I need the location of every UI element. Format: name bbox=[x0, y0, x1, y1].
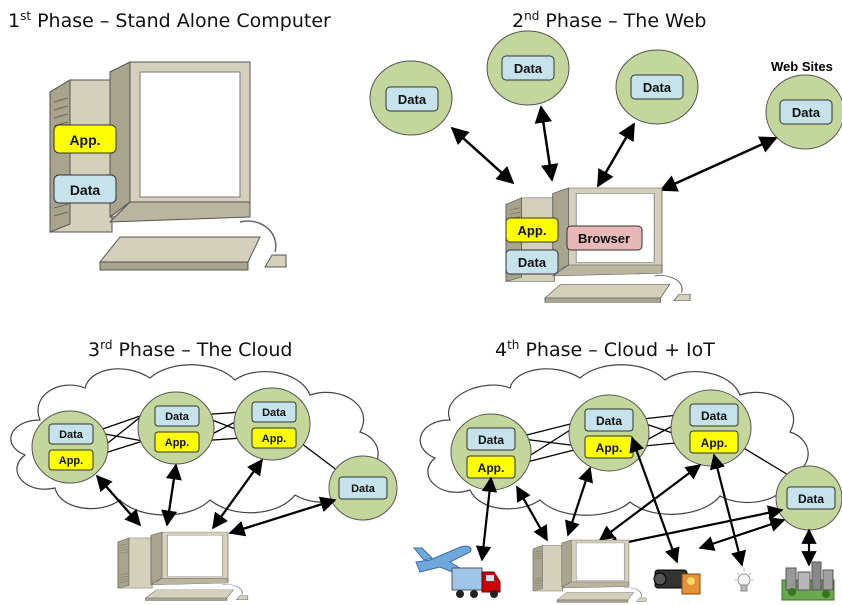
svg-text:Data: Data bbox=[798, 492, 824, 506]
svg-text:Data: Data bbox=[792, 105, 821, 120]
phase-3-title: 3rd Phase – The Cloud bbox=[88, 338, 292, 361]
web-sites-label: Web Sites bbox=[771, 59, 833, 74]
svg-text:Data: Data bbox=[398, 92, 427, 107]
svg-text:App.: App. bbox=[701, 436, 728, 450]
phase-1-title: 1st Phase – Stand Alone Computer bbox=[8, 9, 331, 32]
city-icon bbox=[781, 561, 835, 601]
svg-text:Data: Data bbox=[59, 429, 84, 441]
phase-3-node-1: Data App. bbox=[31, 410, 109, 484]
phase-3-node-2: Data App. bbox=[137, 391, 215, 465]
phase-4-title: 4th Phase – Cloud + IoT bbox=[495, 338, 715, 361]
phase-1-app-box: App. bbox=[53, 124, 117, 154]
phase-3-node-4: Data bbox=[328, 455, 398, 521]
svg-text:App.: App. bbox=[59, 455, 83, 467]
phase-4-arrows bbox=[475, 436, 817, 567]
phase-3-computer bbox=[117, 531, 249, 602]
phase-4-node-4: Data bbox=[775, 465, 842, 531]
svg-text:App.: App. bbox=[596, 441, 623, 455]
phase-4-node-2: Data App. bbox=[568, 394, 650, 472]
phase-2-web-node-3: Data bbox=[615, 49, 699, 125]
svg-text:App.: App. bbox=[69, 132, 100, 148]
svg-text:Browser: Browser bbox=[578, 231, 630, 246]
svg-text:App.: App. bbox=[165, 437, 189, 449]
svg-text:Data: Data bbox=[596, 414, 622, 428]
phase-2-arrows bbox=[450, 105, 778, 192]
svg-text:App.: App. bbox=[518, 223, 547, 238]
phase-1-computer bbox=[49, 61, 287, 271]
phase-2-title: 2nd Phase – The Web bbox=[512, 9, 706, 32]
phase-2-web-node-2: Data bbox=[486, 30, 570, 106]
svg-text:Data: Data bbox=[518, 255, 547, 270]
phase-4-node-3: Data App. bbox=[670, 389, 752, 467]
phase-3-arrows bbox=[95, 458, 337, 537]
svg-text:Data: Data bbox=[514, 61, 543, 76]
video-camera-icon bbox=[653, 569, 701, 595]
svg-text:Data: Data bbox=[262, 407, 287, 419]
phase-1-data-box: Data bbox=[53, 174, 117, 204]
svg-text:Data: Data bbox=[478, 433, 504, 447]
svg-text:Data: Data bbox=[70, 182, 101, 198]
phase-4-node-1: Data App. bbox=[450, 413, 532, 491]
phase-2-web-node-1: Data bbox=[369, 60, 453, 136]
svg-text:Data: Data bbox=[643, 80, 672, 95]
phase-2-browser-box: Browser bbox=[566, 225, 643, 251]
truck-icon bbox=[451, 567, 501, 598]
svg-text:Data: Data bbox=[351, 483, 376, 495]
svg-text:App.: App. bbox=[262, 433, 286, 445]
phase-2-app-box: App. bbox=[505, 217, 559, 243]
svg-text:Data: Data bbox=[701, 409, 727, 423]
svg-text:Data: Data bbox=[165, 411, 190, 423]
phase-3-node-3: Data App. bbox=[233, 387, 311, 461]
phase-2-web-node-4: Data bbox=[765, 74, 842, 150]
svg-text:App.: App. bbox=[478, 461, 505, 475]
phase-4-computer bbox=[532, 539, 647, 603]
phase-2-data-box: Data bbox=[505, 249, 559, 275]
light-bulb-icon bbox=[734, 568, 754, 592]
